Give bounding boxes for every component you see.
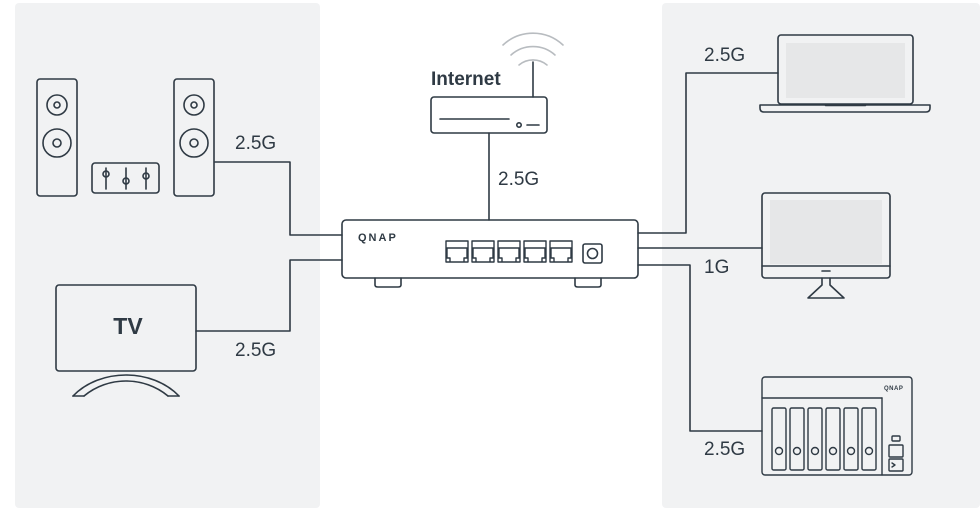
switch-icon — [341, 219, 639, 288]
tv-label: TV — [113, 313, 143, 339]
mixer-icon — [91, 162, 160, 194]
speed-label-audio: 2.5G — [235, 133, 277, 154]
power-port-icon — [582, 243, 603, 264]
wifi-icon — [502, 32, 564, 66]
link-tv-line — [195, 259, 343, 332]
switch-ports — [445, 240, 573, 263]
nas-brand-label: QNAP — [884, 386, 904, 392]
link-audio-line — [214, 161, 343, 236]
speed-label-nas: 2.5G — [704, 439, 746, 460]
monitor-icon — [761, 192, 891, 299]
speed-label-tv: 2.5G — [235, 340, 277, 361]
tv-icon — [55, 284, 197, 397]
connection-lines — [195, 72, 779, 432]
speaker-right-icon — [173, 78, 215, 197]
internet-label: Internet — [431, 69, 501, 90]
speaker-left-icon — [36, 78, 78, 197]
router-icon — [430, 61, 548, 134]
link-laptop-line — [637, 72, 779, 234]
link-nas-line — [637, 264, 763, 432]
home-entertainment-panel — [15, 3, 320, 508]
nas-icon — [761, 376, 913, 476]
speed-label-monitor: 1G — [704, 257, 730, 278]
speed-label-router: 2.5G — [498, 169, 540, 190]
speed-label-laptop: 2.5G — [704, 45, 746, 66]
laptop-icon — [759, 34, 931, 113]
switch-brand-label: QNAP — [358, 232, 398, 244]
